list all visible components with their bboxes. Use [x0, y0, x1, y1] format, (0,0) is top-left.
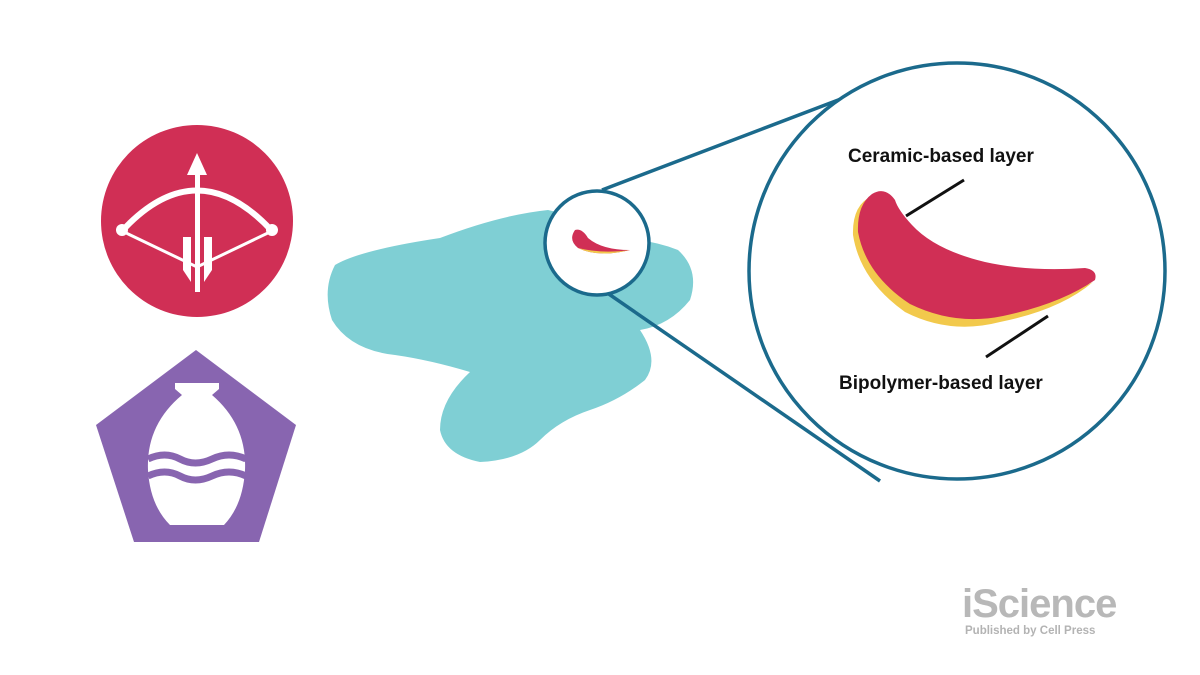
- biopolymer-leader-line: [985, 314, 1049, 359]
- large-magnifier-circle: [747, 61, 1167, 481]
- journal-name: iScience: [962, 582, 1117, 626]
- zoom-line-top: [601, 84, 876, 192]
- ceramic-layer-label: Ceramic-based layer: [848, 146, 1034, 167]
- ceramic-leader-line: [905, 178, 965, 218]
- journal-logo: iScience Published by Cell Press: [962, 582, 1117, 637]
- zoom-line-bottom: [602, 288, 881, 483]
- small-magnifier-circle: [543, 189, 651, 297]
- vase-icon: [96, 350, 296, 542]
- biopolymer-layer-label: Bipolymer-based layer: [839, 373, 1043, 394]
- publisher-line: Published by Cell Press: [965, 625, 1096, 637]
- bow-and-arrow-icon: [101, 125, 293, 317]
